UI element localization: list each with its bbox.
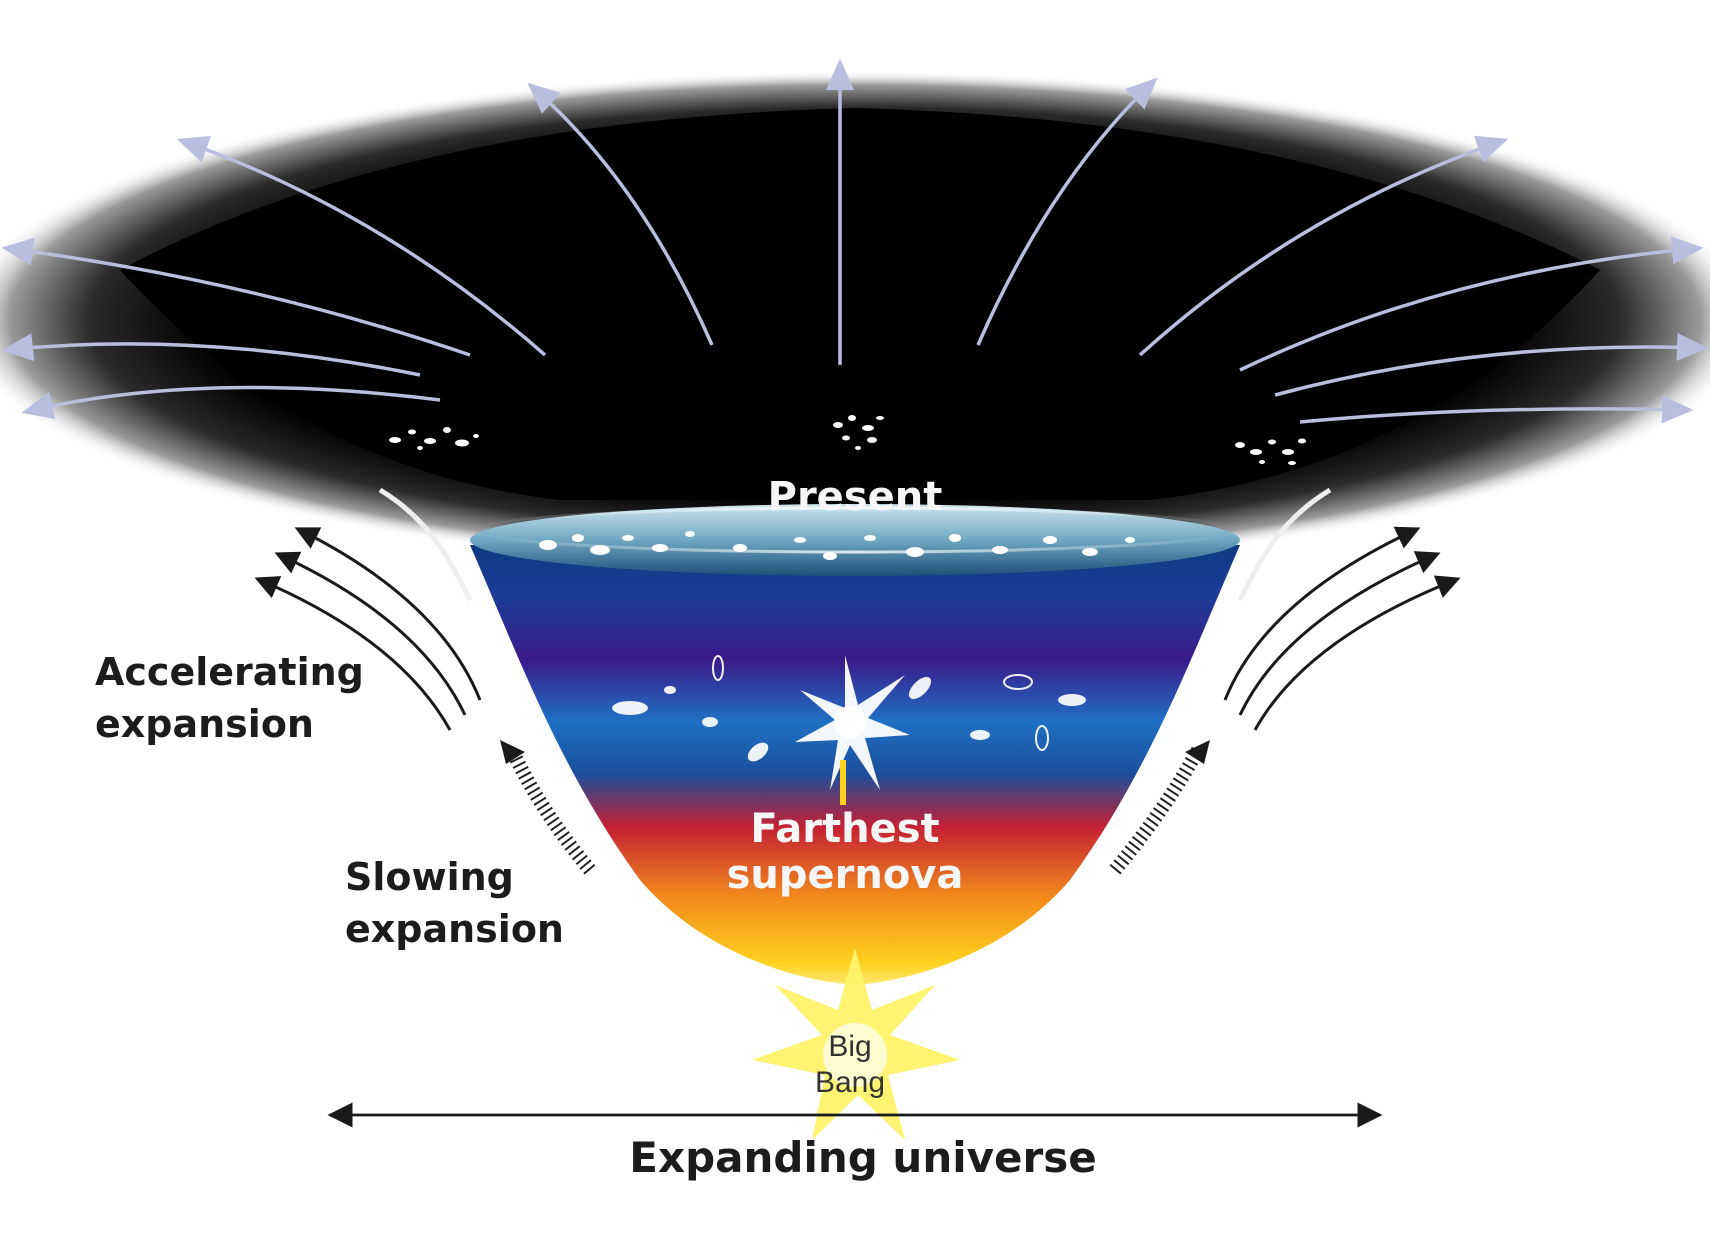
present-galaxies [539,531,1135,560]
expansion-arrow [1138,135,1509,357]
accelerating-arrow [254,576,452,731]
distant-galaxy-clusters [389,415,1306,465]
present-label: Present [768,474,943,520]
expansion-arrow [21,385,441,420]
galaxy-cluster-left [389,427,479,450]
space-region [0,70,1710,570]
slowing-arrow-head [1185,740,1210,764]
slowing-arrow-left [500,740,596,875]
present-surface-disc [470,504,1240,576]
big-bang-burst [752,948,960,1140]
present-surface [470,504,1240,576]
space-core [120,108,1600,500]
funnel-history [378,487,1332,985]
accelerating-label-line1: Accelerating [95,650,364,694]
big-bang-label-line1: Big [828,1030,871,1063]
galaxy-cluster-right [1235,438,1306,465]
accelerating-arrows-right [1223,526,1461,731]
big-bang-label-line2: Bang [815,1066,885,1099]
accelerating-label-line2: expansion [95,702,314,746]
big-bang-core [823,1023,887,1087]
expansion-arrow [176,136,547,357]
expansion-arrow [1299,395,1694,424]
expansion-arrow [1239,236,1704,372]
slowing-arrow-head [500,740,525,764]
funnel-rim-right [1237,487,1332,602]
accelerating-arrows-left [254,527,482,731]
expansion-arrows [1,58,1709,424]
expansion-arrow [1274,333,1709,397]
expansion-arrow [527,82,714,346]
supernova-label-line2: supernova [727,852,964,898]
accelerating-arrow [294,527,482,701]
supernova-label-line1: Farthest [750,806,939,852]
supernova-trail [840,760,846,805]
accelerating-arrow [1223,526,1421,701]
supernova-burst [795,655,910,805]
slowing-label-line1: Slowing [345,855,514,899]
slowing-label-line2: expansion [345,907,564,951]
accelerating-arrow [1253,575,1461,731]
present-surface-rim [473,506,1237,554]
expansion-arrow [976,77,1158,346]
expanding-universe-label: Expanding universe [629,1133,1096,1182]
accelerating-arrow [1238,551,1441,716]
expansion-arrow [1,333,421,377]
funnel-rim-left [378,487,473,602]
slowing-arrow-right [1109,740,1210,875]
early-galaxies [612,655,1086,762]
accelerating-arrow [274,551,467,716]
galaxy-cluster-center [833,415,884,450]
funnel-body [470,545,1240,985]
supernova-core [834,706,866,738]
expansion-arrow [1,237,471,357]
